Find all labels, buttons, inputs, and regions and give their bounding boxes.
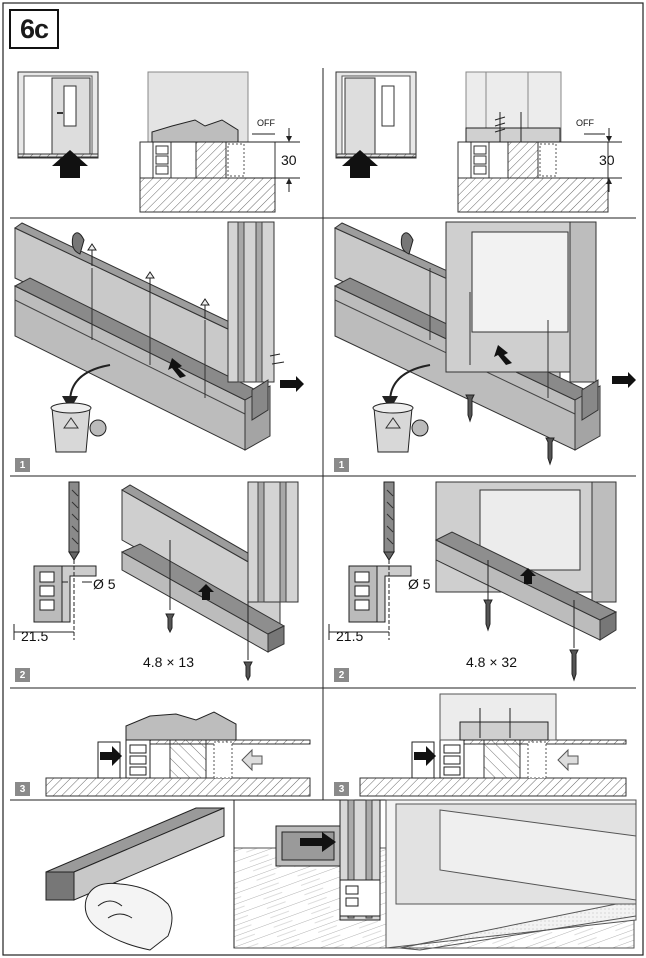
figure-title: 6c [9, 9, 59, 49]
recycle-bin-icon-right [372, 402, 429, 453]
drill-detail-left [13, 481, 97, 640]
screw-icon [545, 437, 555, 466]
offset-value-right: 21.5 [336, 628, 364, 644]
door-icon-right [335, 71, 417, 159]
step-tag: 3 [15, 782, 30, 796]
cross-section-right [359, 693, 627, 797]
screw-icon [87, 243, 97, 266]
hole-diameter-right: Ø 5 [408, 576, 431, 592]
screw-icon [465, 394, 475, 423]
recycle-bin-icon-left [50, 402, 107, 453]
step-tag: 2 [334, 668, 349, 682]
screw-icon [243, 661, 253, 682]
threshold-section-right [457, 71, 622, 213]
rail-fixing-right [434, 481, 618, 682]
hand-icon [84, 882, 173, 951]
step-tag: 1 [15, 458, 30, 472]
screw-icon [145, 271, 155, 292]
offset-value-left: 21.5 [21, 628, 49, 644]
cross-section-left [45, 711, 311, 797]
up-arrow-icon-left [52, 150, 88, 178]
off-label-left: OFF [257, 118, 275, 128]
screw-icon [200, 298, 210, 319]
rail-removal-left [13, 221, 304, 451]
height-value-left: 30 [281, 152, 297, 168]
screw-size-right: 4.8 × 32 [466, 654, 517, 670]
drill-detail-right [328, 481, 412, 640]
off-label-right: OFF [576, 118, 594, 128]
screw-icon [569, 649, 579, 682]
height-value-right: 30 [599, 152, 615, 168]
hole-diameter-left: Ø 5 [93, 576, 116, 592]
screw-icon [483, 599, 493, 632]
seal-strip-detail [45, 807, 225, 951]
threshold-section-left [139, 71, 300, 213]
floor-installation-view [233, 799, 637, 951]
rail-fixing-left [120, 481, 299, 682]
screw-size-left: 4.8 × 13 [143, 654, 194, 670]
step-tag: 1 [334, 458, 349, 472]
door-icon-left [17, 71, 99, 159]
rail-removal-right [333, 221, 636, 466]
up-arrow-icon-right [342, 150, 378, 178]
step-tag: 3 [334, 782, 349, 796]
step-tag: 2 [15, 668, 30, 682]
screw-icon [165, 613, 175, 634]
